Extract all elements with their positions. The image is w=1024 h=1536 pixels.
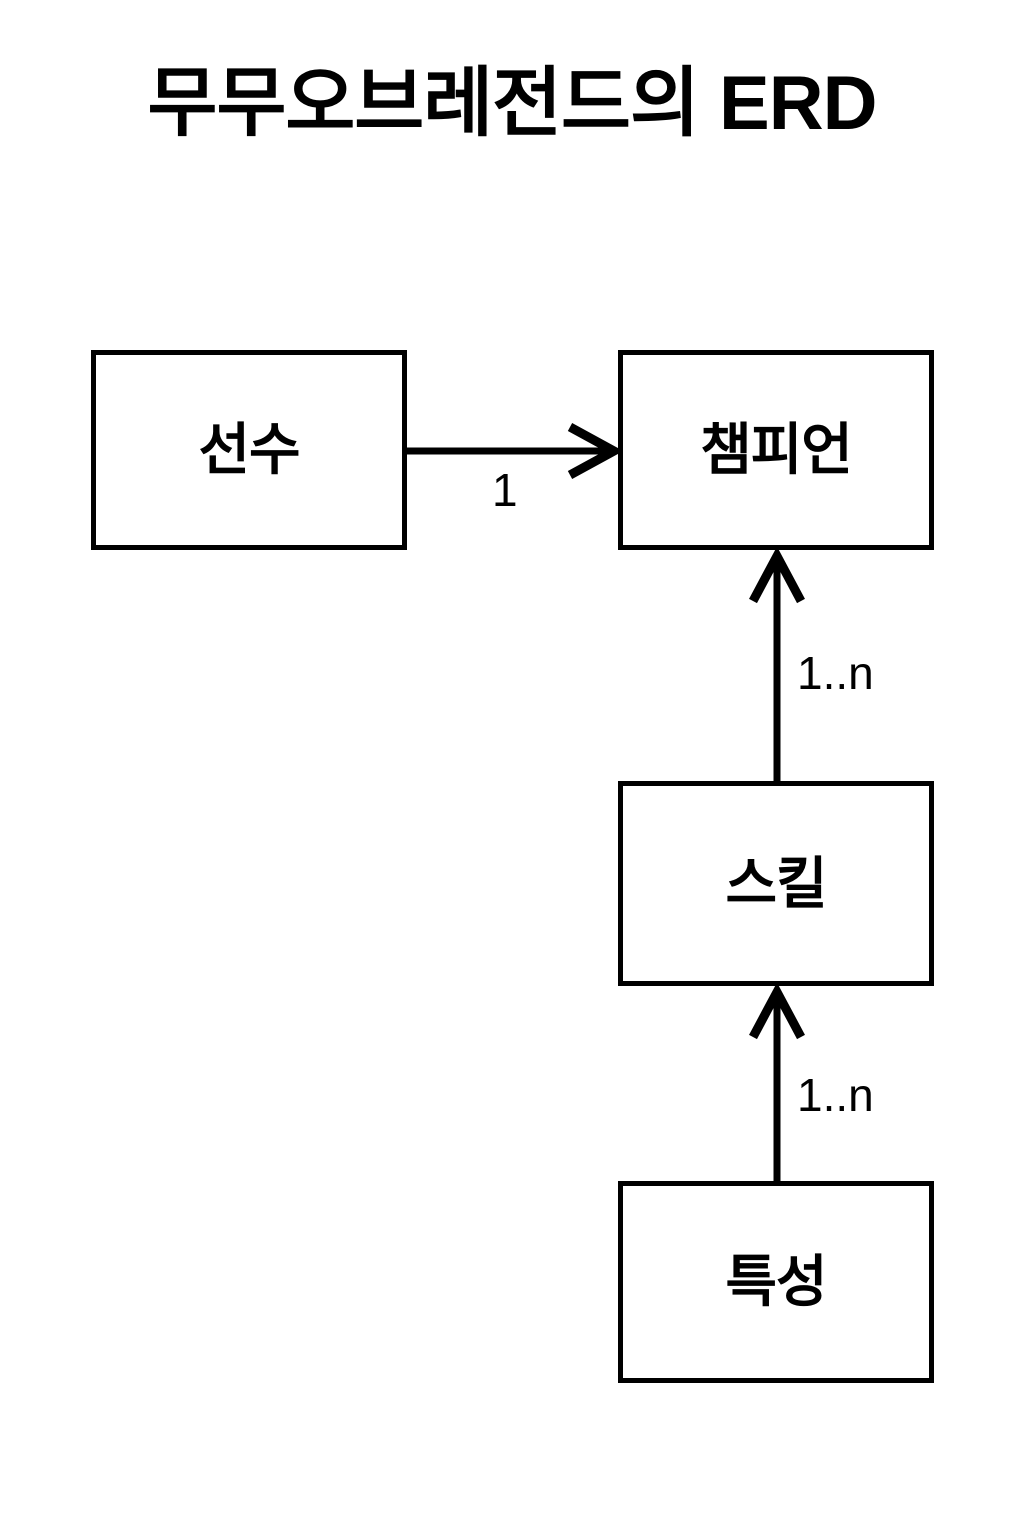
entity-box-player[interactable]: 선수 bbox=[91, 350, 407, 550]
connector-skill-champion bbox=[749, 546, 805, 781]
entity-box-champion[interactable]: 챔피언 bbox=[618, 350, 934, 550]
connector-trait-skill bbox=[749, 982, 805, 1181]
entity-label-champion: 챔피언 bbox=[700, 418, 853, 481]
entity-box-trait[interactable]: 특성 bbox=[618, 1181, 934, 1383]
entity-label-player: 선수 bbox=[198, 418, 300, 481]
entity-label-skill: 스킬 bbox=[725, 851, 827, 915]
cardinality-label-trait-skill: 1..n bbox=[797, 1069, 874, 1121]
entity-box-skill[interactable]: 스킬 bbox=[618, 781, 934, 986]
page-title: 무무오브레전드의 ERD bbox=[147, 61, 878, 146]
cardinality-label-skill-champion: 1..n bbox=[797, 647, 874, 699]
entity-label-trait: 특성 bbox=[725, 1250, 827, 1313]
cardinality-label-player-champion: 1 bbox=[492, 464, 518, 516]
